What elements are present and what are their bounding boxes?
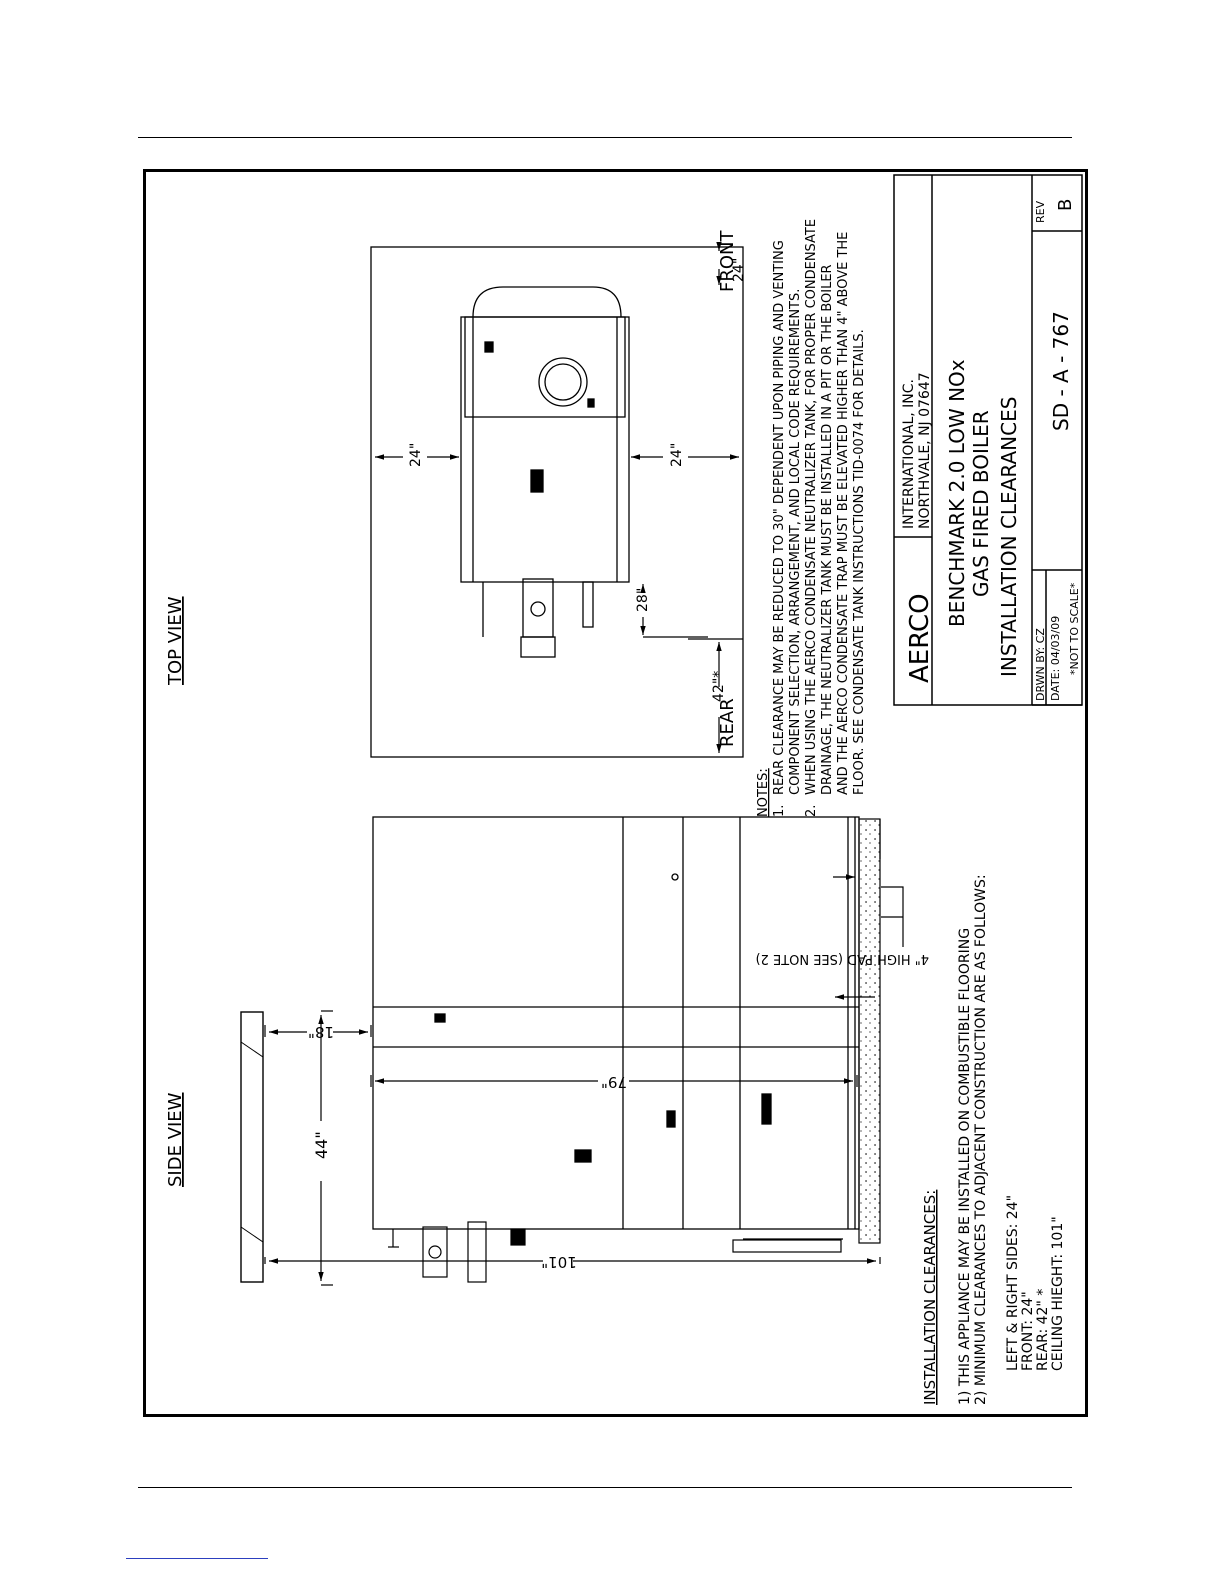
- note-1-number: 1.: [772, 805, 787, 817]
- notes-block: NOTES: 1. REAR CLEARANCE MAY BE REDUCED …: [756, 219, 867, 817]
- title-line-1: BENCHMARK 2.0 LOW NOx: [945, 359, 969, 627]
- side-right-label: 24": [669, 443, 685, 467]
- installation-clearances: INSTALLATION CLEARANCES: 1) THIS APPLIAN…: [921, 874, 1066, 1405]
- drawing-frame: AERCO INTERNATIONAL, INC. NORTHVALE, NJ …: [143, 169, 1088, 1417]
- height-dimensions: [264, 1025, 858, 1087]
- total-height-label: 101": [541, 1253, 577, 1271]
- clearances-heading: INSTALLATION CLEARANCES:: [921, 1190, 939, 1405]
- depth-label: 44": [312, 1131, 331, 1159]
- front-label: FRONT: [717, 230, 738, 292]
- rev-label: REV: [1034, 200, 1047, 223]
- boiler-top-body: [460, 286, 630, 658]
- title-line-3: INSTALLATION CLEARANCES: [997, 397, 1021, 677]
- pad-callout: [833, 874, 904, 1000]
- clearance-sides: LEFT & RIGHT SIDES: 24": [1005, 1195, 1021, 1371]
- depth-dimension: [318, 1010, 333, 1286]
- side-left-label: 24": [408, 443, 424, 467]
- pad-note: 4" HIGH PAD (SEE NOTE 2): [756, 951, 930, 966]
- top-view-dimensions: [375, 242, 743, 753]
- boiler-side-body: [372, 816, 860, 1230]
- boiler-rear-piping: [388, 1221, 843, 1283]
- top-view-room-outline: [370, 246, 744, 758]
- side-view-title: SIDE VIEW: [165, 1092, 186, 1187]
- note-2-line-4: FLOOR. SEE CONDENSATE TANK INSTRUCTIONS …: [852, 329, 867, 795]
- drawing-sheet: AERCO INTERNATIONAL, INC. NORTHVALE, NJ …: [143, 169, 1088, 1417]
- top-clearance-label: 18": [308, 1023, 334, 1041]
- footer-link-underline: [126, 1558, 268, 1559]
- clearance-ceiling: CEILING HIEGHT: 101": [1050, 1216, 1066, 1371]
- header-rule: [138, 137, 1072, 138]
- note-2-line-3: AND THE AERCO CONDENSATE TRAP MUST BE EL…: [836, 232, 851, 795]
- clearances-line-2: 2) MINIMUM CLEARANCES TO ADJACENT CONSTR…: [973, 874, 989, 1405]
- top-view-title: TOP VIEW: [165, 596, 186, 686]
- note-2-number: 2.: [804, 805, 819, 817]
- notes-heading: NOTES:: [756, 768, 771, 817]
- note-1-line-1: REAR CLEARANCE MAY BE REDUCED TO 30" DEP…: [772, 240, 787, 795]
- company-line-1: INTERNATIONAL, INC.: [901, 379, 917, 529]
- floor-hatch: [240, 1011, 264, 1283]
- note-1-line-2: COMPONENT SELECTION, ARRANGEMENT, AND LO…: [788, 289, 803, 795]
- front-clearance-label: 24": [731, 258, 747, 282]
- rear-clearance-label: 42"*: [711, 671, 727, 702]
- company-line-2: NORTHVALE, NJ 07647: [917, 372, 933, 529]
- note-2-line-1: WHEN USING THE AERCO CONDENSATE NEUTRALI…: [804, 219, 819, 795]
- clearance-rear: REAR: 42" *: [1035, 1289, 1051, 1371]
- concrete-pad: [858, 818, 881, 1244]
- clearances-line-1: 1) THIS APPLIANCE MAY BE INSTALLED ON CO…: [957, 928, 973, 1405]
- rear-label: REAR: [717, 698, 738, 747]
- drawn-by: DRWN BY: CZ: [1034, 628, 1047, 701]
- total-height-dimension: [264, 819, 881, 1264]
- title-line-2: GAS FIRED BOILER: [969, 410, 993, 597]
- rev-value: B: [1055, 199, 1076, 211]
- drawing-date: DATE: 04/03/09: [1049, 616, 1062, 701]
- title-block: [893, 174, 1083, 706]
- rear-inner-label: 28": [635, 588, 651, 612]
- installation-drawing: AERCO INTERNATIONAL, INC. NORTHVALE, NJ …: [165, 174, 1083, 1405]
- unit-height-label: 79": [601, 1073, 627, 1091]
- note-2-line-2: DRAINAGE, THE NEUTRALIZER TANK MUST BE I…: [820, 264, 835, 795]
- scale-note: *NOT TO SCALE*: [1068, 582, 1081, 675]
- drawing-number: SD - A - 767: [1049, 311, 1073, 431]
- footer-rule: [138, 1487, 1072, 1488]
- clearance-front: FRONT: 24": [1020, 1291, 1036, 1371]
- company-name: AERCO: [905, 593, 935, 683]
